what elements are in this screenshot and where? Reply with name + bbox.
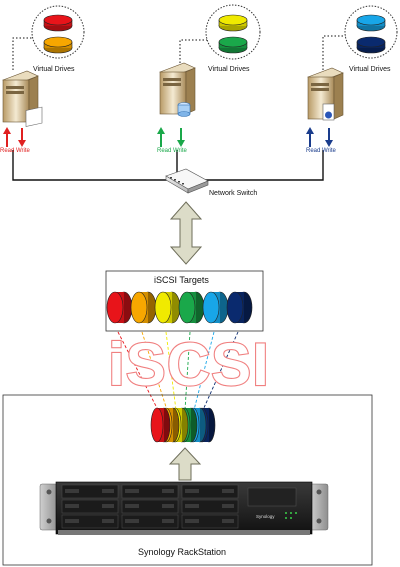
read-arrow: [3, 127, 11, 147]
iscsi-target-disk: [106, 291, 133, 324]
write-label-1: Write: [16, 148, 30, 154]
drive-bay: [61, 484, 119, 499]
drive-bay: [121, 514, 179, 529]
server-tower-2: [159, 62, 196, 117]
rackstation-device: Synology: [39, 481, 329, 535]
rackstation-frame: [2, 394, 373, 566]
drive-bay: [181, 514, 239, 529]
network-cabling: [12, 150, 324, 181]
mapping-line: [141, 331, 168, 411]
drive-bay: [61, 499, 119, 514]
virtual-drive-disk: [43, 36, 73, 54]
mapping-line: [184, 331, 191, 411]
virtual-drive-disk: [43, 14, 73, 32]
read-label-1: Read: [0, 148, 15, 154]
virtual-drive-disk: [218, 14, 248, 32]
drive-bay: [121, 499, 179, 514]
iscsi-target-disk: [202, 291, 229, 324]
virtual-drive-disk: [356, 14, 386, 32]
iscsi-target-disks: [106, 291, 253, 324]
mapping-line: [165, 331, 177, 411]
virtual-drives-label-2: Virtual Drives: [208, 66, 250, 73]
network-switch: [165, 168, 209, 194]
rackstation-label: Synology RackStation: [138, 547, 227, 557]
mapping-line: [202, 331, 239, 411]
write-arrow: [18, 128, 26, 147]
iscsi-targets-title: iSCSI Targets: [154, 275, 209, 285]
read-label-3: Read: [306, 148, 321, 154]
drive-bay: [181, 484, 239, 499]
virtual-drive-connectors: [12, 35, 348, 70]
iscsi-target-disk: [154, 291, 181, 324]
stacked-disk: [150, 407, 171, 443]
up-arrow: [168, 447, 202, 481]
virtual-drive-disks: [43, 14, 386, 54]
virtual-drive-disk: [356, 36, 386, 54]
iscsi-target-disk: [178, 291, 205, 324]
read-label-2: Read: [157, 148, 172, 154]
write-arrow: [325, 128, 333, 147]
server-tower-3: [307, 67, 344, 121]
iscsi-target-disk: [226, 291, 253, 324]
svg-text:Synology: Synology: [256, 514, 275, 519]
server-tower-1: [2, 70, 43, 127]
write-label-3: Write: [322, 148, 336, 154]
network-switch-label: Network Switch: [209, 190, 258, 197]
stacked-target-disks: [150, 407, 216, 443]
read-arrow: [306, 127, 314, 147]
virtual-drives-label-1: Virtual Drives: [33, 66, 75, 73]
target-mapping-lines: [117, 331, 239, 411]
drive-bay: [121, 484, 179, 499]
drive-bay: [61, 514, 119, 529]
read-arrow: [157, 127, 165, 147]
double-headed-arrow: [169, 201, 203, 265]
write-arrow: [177, 128, 185, 147]
iscsi-watermark: iSCSI: [108, 331, 270, 398]
mapping-line: [193, 331, 215, 411]
iscsi-target-disk: [130, 291, 157, 324]
virtual-drives-label-3: Virtual Drives: [349, 66, 391, 73]
write-label-2: Write: [173, 148, 187, 154]
read-write-arrows: [3, 127, 333, 147]
virtual-drive-disk: [218, 36, 248, 54]
drive-bay: [181, 499, 239, 514]
